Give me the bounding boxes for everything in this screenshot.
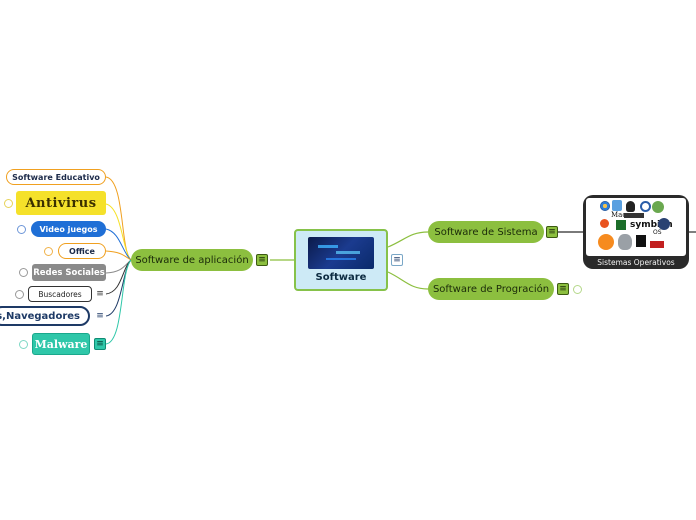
branch-label: Software de Sistema: [434, 226, 538, 238]
leaf-video-juegos[interactable]: Video juegos: [31, 221, 106, 237]
os-caption: Sistemas Operativos: [597, 258, 675, 267]
link-video: [105, 228, 132, 261]
collapse-circle-icon[interactable]: [15, 290, 24, 299]
leaf-label: Antivirus: [25, 195, 97, 211]
blue-circle-logo-icon: [640, 201, 651, 212]
small-square-logo-icon: [616, 220, 626, 230]
mac-logo-icon: [612, 200, 622, 211]
collapse-circle-icon[interactable]: [44, 247, 53, 256]
leaf-navegadores[interactable]: es,Navegadores: [0, 306, 90, 326]
link-central-programacion: [387, 271, 429, 290]
red-logo-icon: [650, 236, 664, 248]
branch-label: Software de aplicación: [135, 254, 249, 266]
leaf-malware[interactable]: Malware: [32, 333, 90, 355]
leaf-office[interactable]: Office: [58, 243, 106, 259]
menu-icon[interactable]: ≡: [94, 288, 106, 300]
link-office: [105, 250, 132, 261]
branch-software-sistema[interactable]: Software de Sistema: [428, 221, 544, 243]
link-antivirus: [105, 203, 132, 261]
pdfdrive-icon: [598, 234, 614, 250]
leaf-buscadores[interactable]: Buscadores: [28, 286, 92, 302]
collapse-circle-icon[interactable]: [19, 268, 28, 277]
linux-tux-icon: [626, 201, 635, 212]
os-text: OS: [653, 229, 662, 236]
fedora-icon: [658, 218, 670, 230]
os-logos-image: Mac symbian OS: [586, 198, 686, 256]
mac-text: Mac: [611, 211, 627, 219]
thumbnail-image-icon: [308, 237, 374, 269]
link-educativo: [105, 176, 132, 261]
ubuntu-icon: [600, 219, 609, 228]
link-central-sistema: [387, 231, 429, 248]
link-malware: [105, 259, 132, 345]
menu-icon[interactable]: ≡: [94, 310, 106, 322]
dark-logo-icon: [624, 213, 644, 218]
leaf-software-educativo[interactable]: Software Educativo: [6, 169, 106, 185]
green-circle-logo-icon: [652, 201, 664, 213]
leaf-label: Buscadores: [38, 289, 82, 299]
central-label: Software: [315, 272, 367, 283]
collapse-circle-icon[interactable]: [19, 340, 28, 349]
central-topic[interactable]: Software: [294, 229, 388, 291]
menu-icon[interactable]: ≡: [557, 283, 569, 295]
branch-label: Software de Progración: [432, 283, 550, 295]
leaf-antivirus[interactable]: Antivirus: [16, 191, 106, 215]
menu-icon[interactable]: ≡: [391, 254, 403, 266]
collapse-circle-icon[interactable]: [17, 225, 26, 234]
leaf-label: Office: [69, 246, 95, 256]
leaf-label: es,Navegadores: [0, 310, 80, 322]
branch-software-aplicacion[interactable]: Software de aplicación: [131, 249, 253, 271]
link-buscadores: [105, 259, 132, 295]
windows-icon: [600, 201, 610, 211]
branch-software-programacion[interactable]: Software de Progración: [428, 278, 554, 300]
apple-icon: [618, 234, 632, 250]
leaf-label: Video juegos: [39, 224, 98, 234]
collapse-circle-icon[interactable]: [4, 199, 13, 208]
symbian-text: symbian: [630, 220, 673, 230]
leaf-label: Malware: [34, 337, 88, 351]
menu-icon[interactable]: ≡: [256, 254, 268, 266]
menu-icon[interactable]: ≡: [94, 338, 106, 350]
leaf-label: Redes Sociales: [33, 267, 105, 278]
leaf-redes-sociales[interactable]: Redes Sociales: [32, 264, 106, 281]
os-node[interactable]: Mac symbian OS Sistemas Operativos: [583, 195, 689, 269]
black-logo-icon: [636, 235, 646, 247]
collapse-circle-icon[interactable]: [573, 285, 582, 294]
leaf-label: Software Educativo: [12, 172, 100, 182]
menu-icon[interactable]: ≡: [546, 226, 558, 238]
